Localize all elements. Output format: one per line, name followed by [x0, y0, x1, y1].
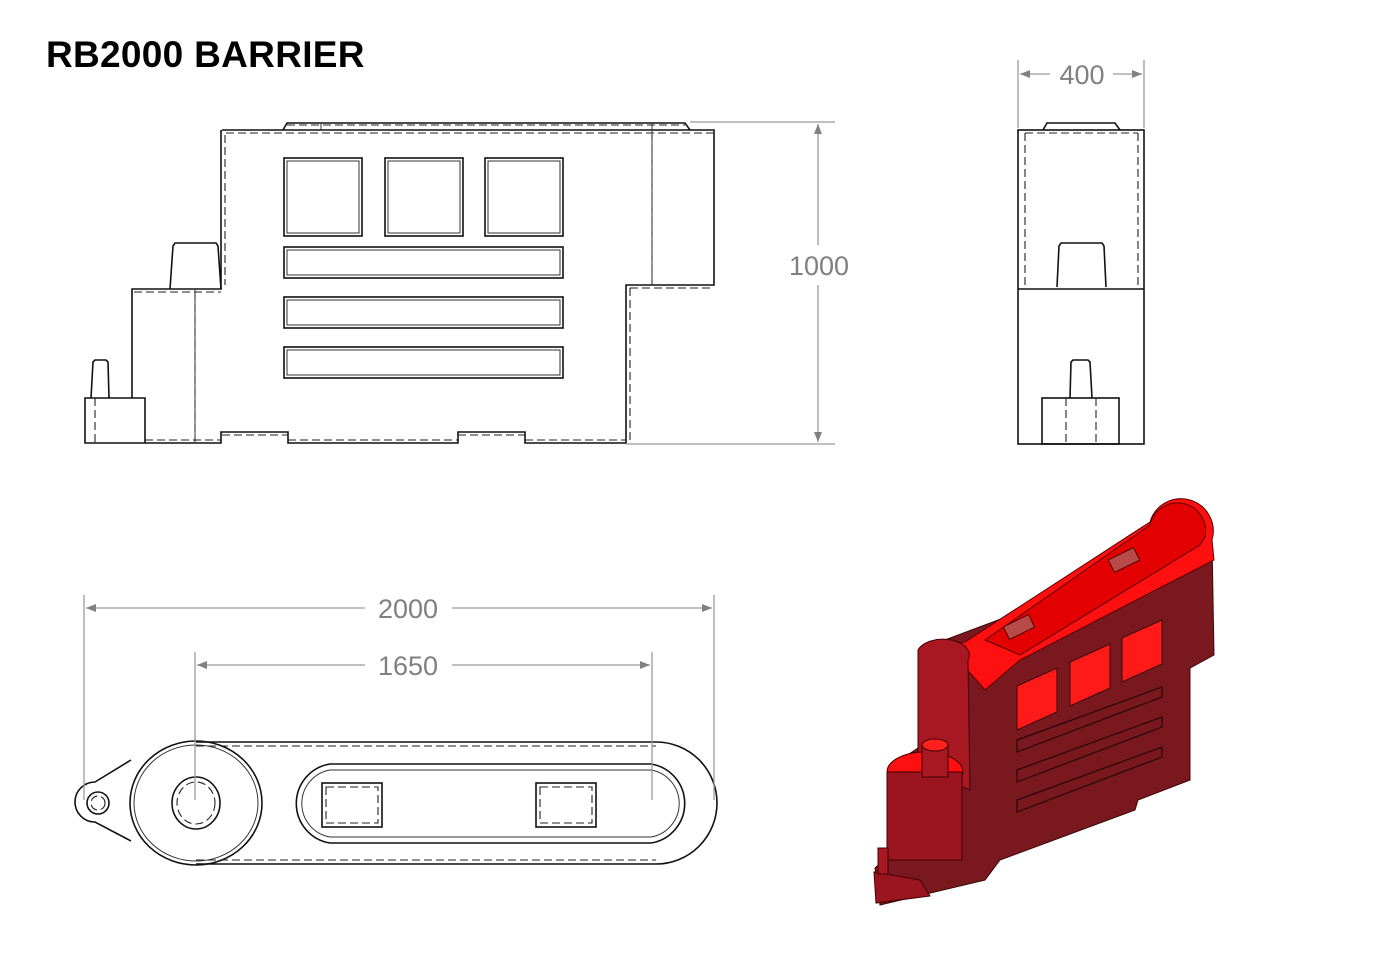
- side-elevation-view: [1017, 60, 1145, 445]
- drawing-title: RB2000 BARRIER: [46, 34, 365, 75]
- isometric-render-view: [873, 498, 1215, 906]
- plan-view: [74, 595, 718, 866]
- length-dimension-label: 2000: [378, 594, 438, 624]
- width-dimension-label: 400: [1059, 60, 1104, 90]
- pin-spacing-dimension-label: 1650: [378, 651, 438, 681]
- height-dimension-label: 1000: [789, 251, 849, 281]
- front-elevation-view: [84, 121, 835, 445]
